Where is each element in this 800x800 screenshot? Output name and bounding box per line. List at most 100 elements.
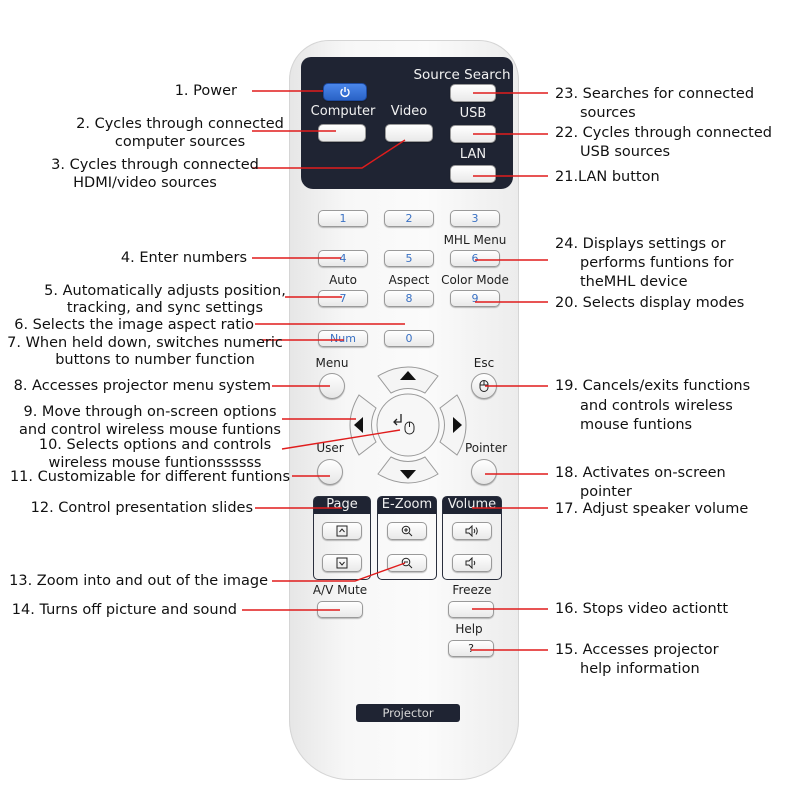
pointer-button[interactable]	[471, 459, 497, 485]
direction-pad	[349, 366, 467, 484]
arrow-right-button[interactable]	[439, 394, 467, 456]
annotation-20: 20. Selects display modes	[555, 295, 745, 311]
video-button[interactable]	[385, 124, 433, 142]
annotation-19-line1: 19. Cancels/exits functions	[555, 378, 751, 394]
zoom-out-icon	[401, 557, 413, 569]
volume-group	[442, 496, 502, 580]
mhl-menu-label: MHL Menu	[443, 233, 507, 247]
key-6[interactable]: 6	[450, 250, 500, 267]
lan-button[interactable]	[450, 165, 496, 183]
enter-button[interactable]	[376, 393, 440, 457]
brand-plate: Projector	[356, 704, 460, 722]
arrow-right-icon	[453, 417, 462, 433]
annotation-5-line1: 5. Automatically adjusts position,	[44, 283, 286, 299]
video-label: Video	[390, 104, 428, 119]
annotation-18-line1: 18. Activates on-screen	[555, 465, 726, 481]
ezoom-group	[377, 496, 437, 580]
color-mode-label: Color Mode	[441, 273, 509, 287]
annotation-18-line2: pointer	[580, 484, 632, 500]
arrow-down-button[interactable]	[377, 456, 439, 484]
user-label: User	[316, 441, 344, 455]
annotation-9-line1: 9. Move through on-screen options	[23, 404, 277, 420]
leader-line-10	[281, 429, 401, 450]
help-label: Help	[455, 622, 483, 636]
annotation-13: 13. Zoom into and out of the image	[9, 573, 268, 589]
annotation-15-line2: help information	[580, 661, 700, 677]
av-mute-label: A/V Mute	[312, 583, 368, 597]
annotation-17: 17. Adjust speaker volume	[555, 501, 749, 517]
computer-button[interactable]	[318, 124, 366, 142]
key-8[interactable]: 8	[384, 290, 434, 307]
page-up-button[interactable]	[322, 522, 362, 540]
page-down-icon	[336, 557, 348, 569]
annotation-7-line1: 7. When held down, switches numeric	[7, 335, 283, 351]
zoom-in-icon	[401, 525, 413, 537]
freeze-label: Freeze	[452, 583, 492, 597]
annotation-3-line2: HDMI/video sources	[73, 175, 217, 191]
annotation-19-line2: and controls wireless	[580, 398, 733, 414]
annotation-7-line2: buttons to number function	[55, 352, 255, 368]
enter-mouse-icon	[393, 414, 415, 435]
leader-line-13	[272, 562, 406, 582]
annotation-15-line1: 15. Accesses projector	[555, 642, 719, 658]
key-4[interactable]: 4	[318, 250, 368, 267]
annotation-2-line2: computer sources	[114, 134, 246, 150]
ezoom-label: E-Zoom	[378, 497, 436, 514]
power-icon	[340, 87, 350, 98]
key-0[interactable]: 0	[384, 330, 434, 347]
key-2[interactable]: 2	[384, 210, 434, 227]
annotation-8: 8. Accesses projector menu system	[13, 378, 271, 394]
annotation-22-line1: 22. Cycles through connected	[555, 125, 772, 141]
annotation-24-line1: 24. Displays settings or	[555, 236, 726, 252]
leader-line-3	[252, 139, 406, 169]
aspect-label: Aspect	[388, 273, 430, 287]
annotation-4: 4. Enter numbers	[120, 250, 247, 266]
key-3[interactable]: 3	[450, 210, 500, 227]
annotation-2-line1: 2. Cycles through connected	[76, 116, 284, 132]
arrow-up-icon	[400, 371, 416, 380]
power-button[interactable]	[323, 83, 367, 101]
key-9[interactable]: 9	[450, 290, 500, 307]
annotation-24-line3: theMHL device	[580, 274, 688, 290]
annotation-16: 16. Stops video actiontt	[555, 601, 729, 617]
menu-label: Menu	[315, 356, 349, 370]
annotation-10-line2: wireless mouse funtionssssss	[48, 455, 262, 471]
arrow-up-button[interactable]	[377, 366, 439, 394]
volume-up-icon	[465, 525, 478, 537]
annotation-14: 14. Turns off picture and sound	[11, 602, 237, 618]
annotation-24-line2: performs funtions for	[580, 255, 734, 271]
usb-label: USB	[459, 106, 487, 121]
zoom-out-button[interactable]	[387, 554, 427, 572]
arrow-left-icon	[354, 417, 363, 433]
annotation-12: 12. Control presentation slides	[30, 500, 253, 516]
page-down-button[interactable]	[322, 554, 362, 572]
annotation-23-line1: 23. Searches for connected	[555, 86, 755, 102]
annotation-3-line1: 3. Cycles through connected	[51, 157, 259, 173]
annotation-9-line2: and control wireless mouse funtions	[19, 422, 281, 438]
key-5[interactable]: 5	[384, 250, 434, 267]
annotation-5-line2: tracking, and sync settings	[66, 300, 264, 316]
annotation-19-line3: mouse funtions	[580, 417, 693, 433]
zoom-in-button[interactable]	[387, 522, 427, 540]
volume-down-button[interactable]	[452, 554, 492, 572]
annotation-11: 11. Customizable for different funtions	[9, 469, 290, 485]
annotation-21: 21.LAN button	[555, 169, 660, 185]
annotation-6: 6. Selects the image aspect ratio	[14, 317, 254, 333]
annotation-23-line2: sources	[580, 105, 636, 121]
source-search-label: Source Search	[413, 67, 511, 83]
user-button[interactable]	[317, 459, 343, 485]
arrow-down-icon	[400, 470, 416, 479]
help-button[interactable]: ?	[448, 640, 494, 657]
annotation-1: 1. Power	[174, 83, 237, 99]
volume-up-button[interactable]	[452, 522, 492, 540]
key-1[interactable]: 1	[318, 210, 368, 227]
num-key[interactable]: Num	[318, 330, 368, 347]
arrow-left-button[interactable]	[349, 394, 377, 456]
computer-label: Computer	[310, 104, 376, 119]
page-group	[313, 496, 371, 580]
pointer-label: Pointer	[464, 441, 508, 455]
annotation-22-line2: USB sources	[580, 144, 671, 160]
key-7[interactable]: 7	[318, 290, 368, 307]
